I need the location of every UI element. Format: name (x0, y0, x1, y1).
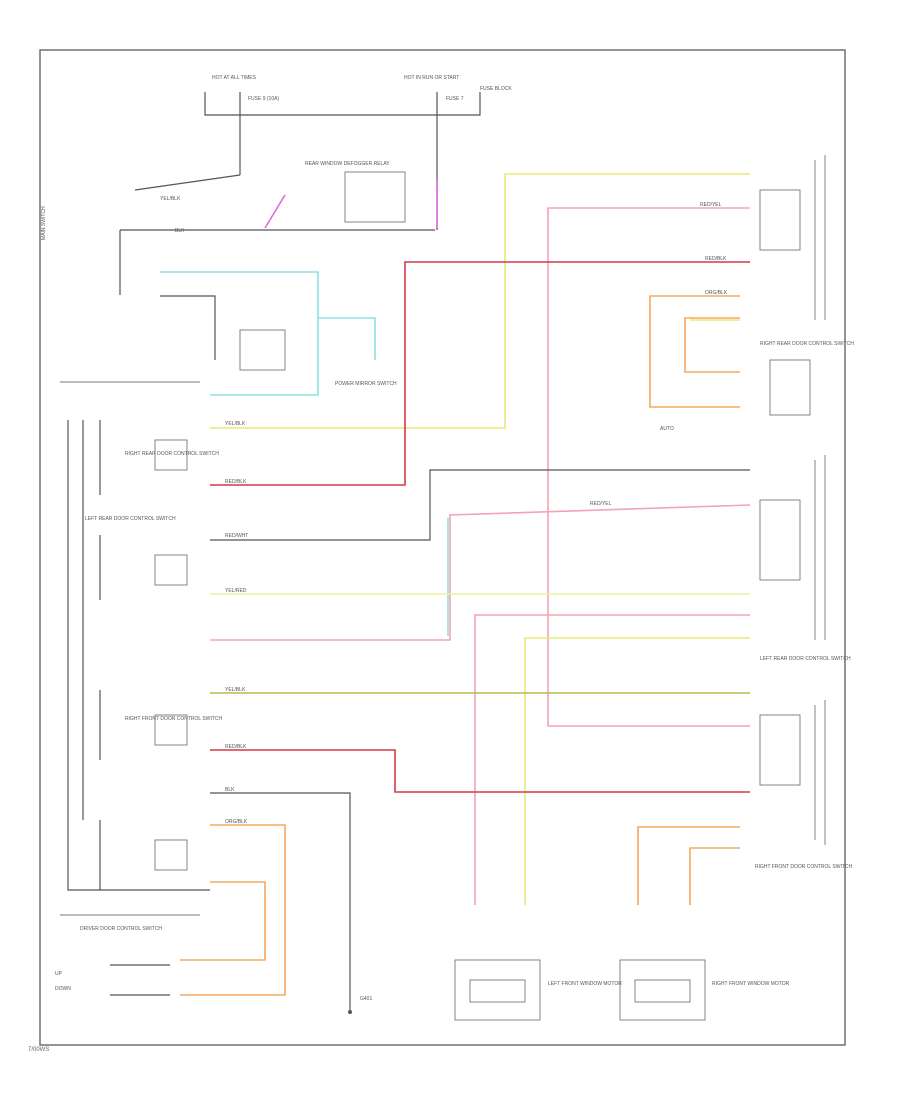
label-red-blk-3: RED/BLK (225, 744, 247, 750)
label-rr-switch: RIGHT REAR DOOR CONTROL SWITCH (125, 451, 219, 457)
left-switch-column: RIGHT REAR DOOR CONTROL SWITCH LEFT REAR… (60, 420, 223, 932)
label-hot-at-all-times: HOT AT ALL TIMES (212, 75, 257, 81)
label-blk-2: BLK (225, 787, 235, 793)
label-up: UP (55, 971, 63, 977)
label-power-mirror-switch: POWER MIRROR SWITCH (335, 381, 397, 387)
label-yel-blk-1: YEL/BLK (225, 421, 246, 427)
label-driver-switch: DRIVER DOOR CONTROL SWITCH (80, 926, 162, 932)
diagram-border (39, 49, 846, 1046)
label-lr-door: LEFT REAR DOOR CONTROL SWITCH (760, 656, 851, 662)
label-org-blk-2: ORG/BLK (225, 819, 248, 825)
corner-code: 7/00WS (28, 1047, 50, 1053)
driver-subswitch: UP DOWN (55, 964, 170, 996)
label-blk-top: BLK (175, 228, 185, 234)
label-rf-switch: RIGHT FRONT DOOR CONTROL SWITCH (125, 716, 223, 722)
label-down: DOWN (55, 986, 71, 992)
label-motor-lf: LEFT FRONT WINDOW MOTOR (548, 981, 622, 987)
label-fuse-left: FUSE 9 (10A) (248, 96, 279, 102)
label-red-wht-1: RED/WHT (225, 533, 248, 539)
label-fuse-block: FUSE BLOCK (480, 86, 512, 92)
label-red-blk-2: RED/BLK (705, 256, 727, 262)
label-yel-red-1: YEL/RED (225, 588, 247, 594)
label-org-blk-1: ORG/BLK (705, 290, 728, 296)
label-red-blk-1: RED/BLK (225, 479, 247, 485)
label-red-yel-2: RED/YEL (590, 501, 612, 507)
label-fuse-right: FUSE 7 (446, 96, 464, 102)
motors: LEFT FRONT WINDOW MOTOR RIGHT FRONT WIND… (348, 959, 790, 1021)
label-hot-in-run: HOT IN RUN OR START (404, 75, 459, 81)
label-ground: G401 (360, 996, 372, 1002)
label-yel-blk-top: YEL/BLK (160, 196, 181, 202)
mirror-switch-section: POWER MIRROR SWITCH (60, 271, 397, 396)
label-motor-rf: RIGHT FRONT WINDOW MOTOR (712, 981, 790, 987)
wires: YEL/BLK RED/YEL RED/BLK RED/BLK ORG/BLK … (180, 173, 751, 1010)
label-relay: REAR WINDOW DEFOGGER RELAY (305, 161, 390, 167)
label-yel-blk-2: YEL/BLK (225, 687, 246, 693)
label-rr-door: RIGHT REAR DOOR CONTROL SWITCH (760, 341, 854, 347)
label-rf-door: RIGHT FRONT DOOR CONTROL SWITCH (755, 864, 853, 870)
label-auto: AUTO (660, 426, 674, 432)
label-main-switch: MAIN SWITCH (41, 206, 47, 240)
right-switches: RIGHT REAR DOOR CONTROL SWITCH AUTO LEFT… (660, 155, 854, 870)
fuse-section: HOT AT ALL TIMES HOT IN RUN OR START FUS… (41, 75, 512, 295)
label-lr-switch: LEFT REAR DOOR CONTROL SWITCH (85, 516, 176, 522)
label-red-yel-1: RED/YEL (700, 202, 722, 208)
